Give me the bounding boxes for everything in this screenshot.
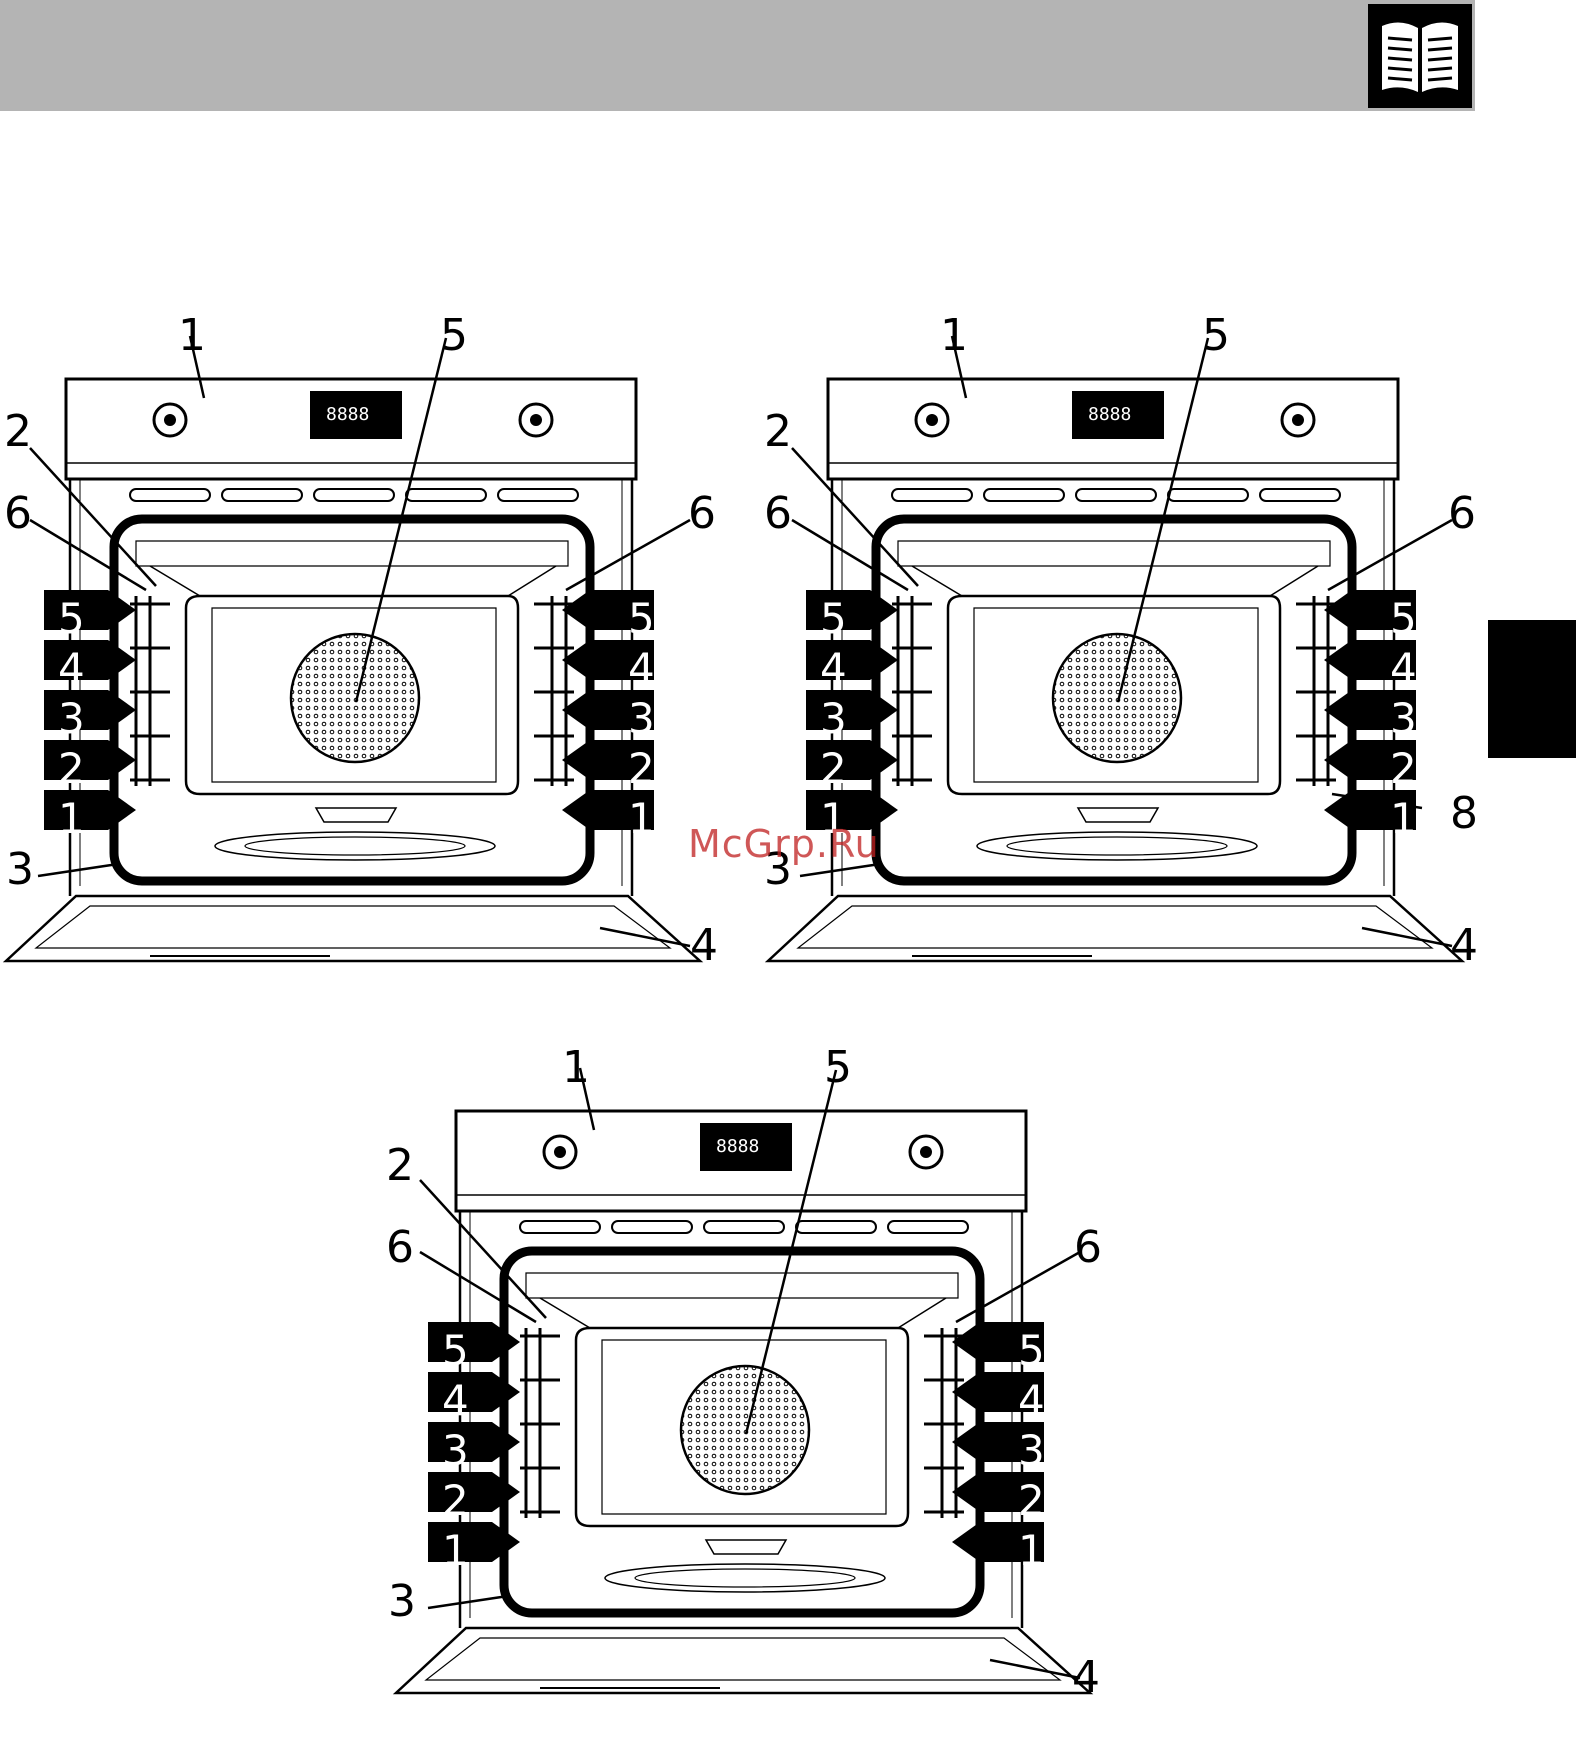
level-right-3: 3 bbox=[1390, 694, 1417, 743]
callout-door-seal: 2 bbox=[764, 406, 792, 457]
callout-fan: 5 bbox=[824, 1042, 852, 1093]
callout-door-seal-bottom: 3 bbox=[6, 844, 34, 895]
level-right-4: 4 bbox=[1390, 644, 1417, 693]
display-digits-2: 8888 bbox=[1088, 404, 1131, 425]
level-left-2: 2 bbox=[58, 744, 85, 793]
level-right-5: 5 bbox=[1018, 1326, 1045, 1375]
callout-door: 4 bbox=[690, 920, 718, 971]
callout-guide-left: 6 bbox=[764, 488, 792, 539]
level-left-5: 5 bbox=[820, 594, 847, 643]
level-right-1: 1 bbox=[1018, 1526, 1045, 1575]
callout-control-panel: 1 bbox=[940, 310, 968, 361]
level-left-5: 5 bbox=[442, 1326, 469, 1375]
callout-fan: 5 bbox=[440, 310, 468, 361]
level-left-4: 4 bbox=[442, 1376, 469, 1425]
level-left-3: 3 bbox=[58, 694, 85, 743]
oven-diagram-1 bbox=[6, 336, 700, 961]
callout-door-seal-bottom: 3 bbox=[388, 1576, 416, 1627]
display-digits-1: 8888 bbox=[326, 404, 369, 425]
callout-fan: 5 bbox=[1202, 310, 1230, 361]
callout-control-panel: 1 bbox=[562, 1042, 590, 1093]
callout-door: 4 bbox=[1072, 1652, 1100, 1703]
callout-control-panel: 1 bbox=[178, 310, 206, 361]
callout-guide-right: 6 bbox=[1448, 488, 1476, 539]
callout-guide-right: 6 bbox=[688, 488, 716, 539]
callout-door-seal: 2 bbox=[386, 1140, 414, 1191]
callout-guide-left: 6 bbox=[4, 488, 32, 539]
level-right-2: 2 bbox=[1018, 1476, 1045, 1525]
level-left-3: 3 bbox=[820, 694, 847, 743]
level-left-2: 2 bbox=[820, 744, 847, 793]
level-left-1: 1 bbox=[58, 794, 85, 843]
level-left-4: 4 bbox=[58, 644, 85, 693]
display-digits-3: 8888 bbox=[716, 1136, 759, 1157]
callout-extra: 8 bbox=[1450, 788, 1478, 839]
level-right-3: 3 bbox=[628, 694, 655, 743]
level-right-4: 4 bbox=[628, 644, 655, 693]
callout-guide-left: 6 bbox=[386, 1222, 414, 1273]
level-right-3: 3 bbox=[1018, 1426, 1045, 1475]
level-right-5: 5 bbox=[628, 594, 655, 643]
callout-door-seal: 2 bbox=[4, 406, 32, 457]
level-left-2: 2 bbox=[442, 1476, 469, 1525]
level-right-1: 1 bbox=[1390, 794, 1417, 843]
level-right-2: 2 bbox=[1390, 744, 1417, 793]
level-left-5: 5 bbox=[58, 594, 85, 643]
level-right-4: 4 bbox=[1018, 1376, 1045, 1425]
level-right-1: 1 bbox=[628, 794, 655, 843]
oven-diagram-3 bbox=[396, 1068, 1090, 1693]
oven-diagram-2 bbox=[768, 336, 1462, 961]
level-left-4: 4 bbox=[820, 644, 847, 693]
callout-door: 4 bbox=[1450, 920, 1478, 971]
callout-guide-right: 6 bbox=[1074, 1222, 1102, 1273]
level-left-3: 3 bbox=[442, 1426, 469, 1475]
level-right-5: 5 bbox=[1390, 594, 1417, 643]
level-left-1: 1 bbox=[442, 1526, 469, 1575]
watermark: McGrp.Ru bbox=[688, 822, 880, 866]
level-right-2: 2 bbox=[628, 744, 655, 793]
